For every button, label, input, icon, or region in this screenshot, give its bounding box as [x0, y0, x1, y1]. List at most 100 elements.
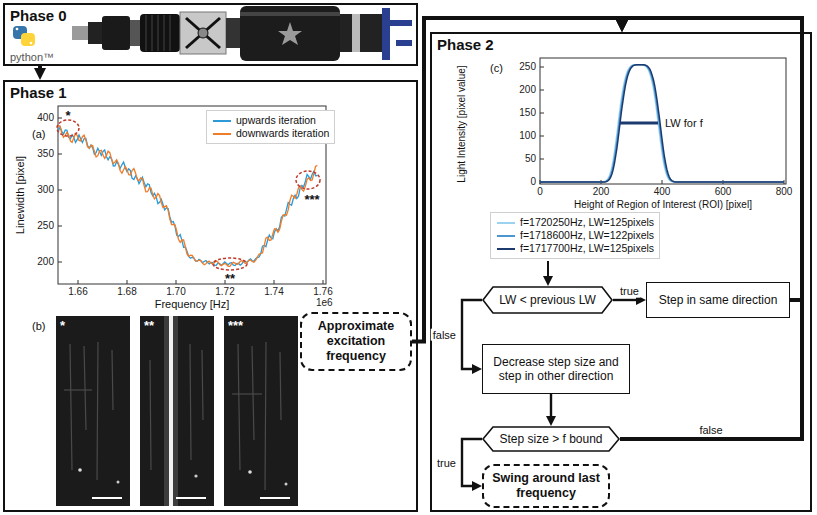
data-curve: [58, 127, 317, 266]
art-shape: [58, 154, 62, 155]
image-marker: ***: [228, 319, 243, 334]
node-label: Approximate excitation frequency: [308, 319, 404, 364]
flow-arrow: [38, 66, 42, 68]
tick-label: 400: [654, 186, 671, 198]
tick-label: 350: [37, 148, 54, 160]
art-shape: [396, 40, 412, 46]
panel-tag: (c): [490, 62, 503, 75]
legend-line-sample: [497, 235, 515, 237]
hexagon-shape: [483, 427, 619, 451]
legend-line: [212, 116, 232, 126]
art-shape: [127, 280, 128, 284]
legend-line: [496, 218, 516, 228]
art-shape: [92, 497, 122, 499]
art-shape: [164, 316, 178, 506]
art-shape: [64, 389, 92, 390]
edge-label: true: [435, 456, 458, 469]
intensity-curve: [540, 65, 784, 182]
axis-title: Linewidth [pixel]: [14, 156, 27, 234]
node-text-group: Step in same direction: [659, 293, 778, 307]
edge-label: true: [618, 285, 641, 298]
art-shape: [232, 393, 262, 394]
art-shape: [252, 346, 254, 440]
art-shape: [340, 14, 382, 52]
art-shape: [158, 15, 159, 51]
flow-arrow: [462, 300, 482, 369]
art-shape: [97, 342, 98, 480]
node-text-group: LW < previous LW: [499, 293, 596, 307]
decision-hexagon: LW < previous LW: [482, 286, 613, 314]
node-label: Decrease step size and step in other dir…: [489, 355, 623, 384]
legend-entry: upwards iteration: [212, 114, 329, 127]
legend-line: [496, 244, 516, 254]
node-label: Step size > f bound: [499, 432, 602, 446]
art-shape: [150, 344, 203, 470]
art-shape: [169, 316, 173, 506]
art-shape: [58, 190, 62, 191]
art-shape: [280, 352, 281, 420]
art-shape: [186, 18, 220, 48]
art-shape: [58, 226, 62, 227]
node-label: LW < previous LW: [499, 293, 596, 307]
art-shape: [238, 344, 240, 470]
art-shape: [56, 316, 130, 506]
art-shape: [92, 497, 290, 499]
art-shape: [150, 360, 151, 470]
decision-hexagon: Step size > f bound: [482, 426, 620, 452]
linewidth-bar: [620, 122, 658, 125]
art-shape: [540, 90, 544, 91]
legend-line: [212, 129, 232, 139]
art-shape: [140, 316, 214, 506]
phase-heading: Phase 0: [10, 7, 67, 24]
legend-text: upwards iteration: [236, 114, 316, 127]
phase-heading: Phase 1: [10, 84, 67, 101]
marker-star: **: [225, 272, 235, 287]
tick-label: 200: [519, 84, 536, 96]
art-shape: [117, 481, 120, 484]
art-shape: [72, 26, 88, 40]
node-text-group: Decrease step size and step in other dir…: [489, 355, 623, 384]
chart-c-axes: [540, 58, 786, 184]
legend-line-sample: [497, 248, 515, 250]
legend-pointer: [547, 261, 549, 276]
art-shape: [140, 14, 180, 52]
intensity-curves: [540, 65, 784, 182]
tick-label: 1.68: [117, 286, 136, 298]
art-shape: [102, 16, 130, 50]
legend-line-sample: [213, 120, 231, 122]
tick-label: 300: [37, 184, 54, 196]
art-shape: [213, 258, 247, 270]
phase-panel: Phase 1 Approximate excitation frequency: [3, 80, 418, 512]
tick-label: 200: [37, 256, 54, 268]
art-shape: [58, 118, 62, 119]
axis-title: Height of Region of Interest (ROI) [pixe…: [574, 199, 752, 211]
art-shape: [16, 28, 19, 31]
tick-label: 150: [519, 107, 536, 119]
art-shape: [198, 28, 208, 38]
phase-panel: Phase 0: [3, 3, 418, 66]
art-shape: [382, 8, 390, 60]
art-shape: [70, 344, 72, 470]
art-shape: [180, 12, 226, 54]
data-curve: [58, 125, 317, 266]
marker-star: *: [65, 109, 70, 124]
marker-star: ***: [304, 193, 319, 208]
legend-entry: f=1720250Hz, LW=125pixels: [496, 216, 654, 229]
legend-text: f=1718600Hz, LW=122pixels: [520, 229, 654, 242]
edge-label: false: [697, 424, 724, 437]
art-shape: [21, 33, 35, 46]
art-shape: [540, 136, 544, 137]
tick-label: 600: [715, 186, 732, 198]
art-shape: [176, 497, 206, 499]
node-label: Step in same direction: [659, 293, 778, 307]
art-shape: [260, 497, 290, 499]
art-shape: [88, 22, 102, 44]
art-shape: [540, 58, 786, 184]
flow-arrow: [613, 299, 636, 301]
art-shape: [190, 344, 191, 460]
art-shape: [58, 262, 62, 263]
art-shape: [540, 113, 544, 114]
axis-title: Frequency [Hz]: [155, 298, 230, 311]
art-shape: [352, 14, 360, 52]
